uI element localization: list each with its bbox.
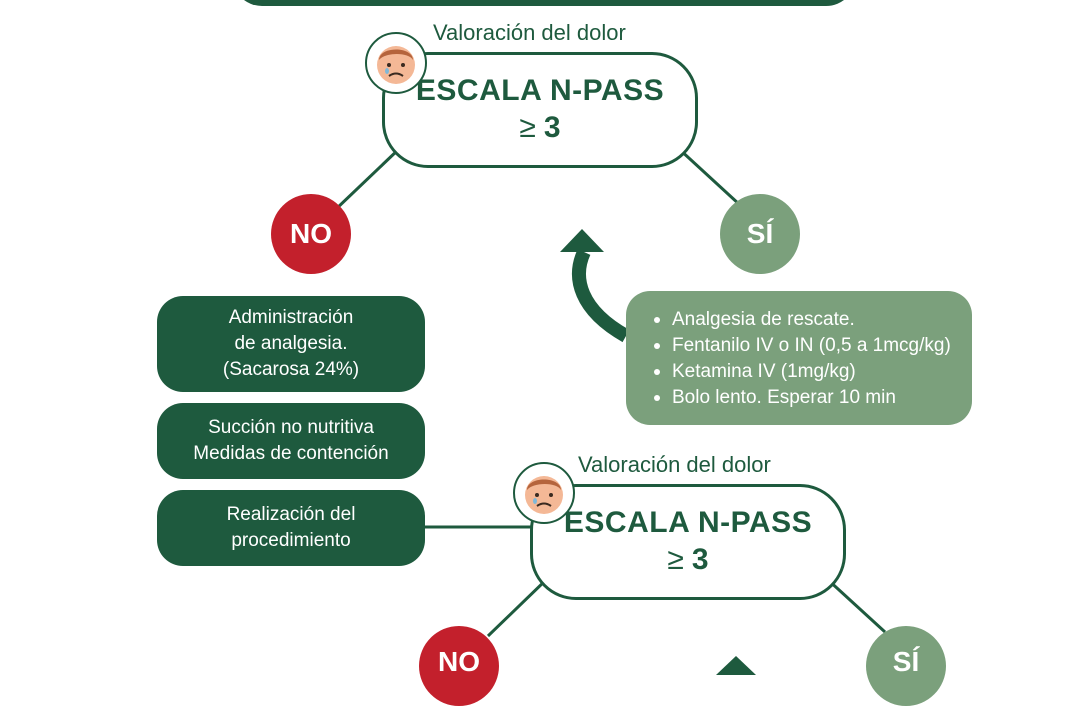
rescue-analgesia-box: Analgesia de rescate. Fentanilo IV o IN …: [626, 291, 972, 425]
rescue-item: Fentanilo IV o IN (0,5 a 1mcg/kg): [652, 333, 956, 359]
scale-threshold: ≥3: [519, 111, 561, 144]
scale-title: ESCALA N-PASS: [415, 74, 665, 107]
n-pass-scale-box-2: ESCALA N-PASS ≥3: [530, 484, 846, 600]
pain-assessment-caption-2: Valoración del dolor: [578, 452, 771, 477]
no-decision: NO: [271, 194, 351, 274]
crying-baby-face-icon-2: [513, 462, 575, 524]
procedure-box: Realización del procedimiento: [157, 490, 425, 566]
non-pharmacological-box: Succión no nutritiva Medidas de contenci…: [157, 403, 425, 479]
rescue-item: Analgesia de rescate.: [652, 307, 956, 333]
crying-baby-face-icon: [365, 32, 427, 94]
connector-lines: [333, 146, 887, 675]
curved-arrow-icon-2: [716, 656, 756, 675]
top-banner: [232, 0, 856, 6]
analgesia-box: Administración de analgesia. (Sacarosa 2…: [157, 296, 425, 392]
connector-scale1-no: [333, 146, 402, 212]
scale-title: ESCALA N-PASS: [563, 506, 813, 539]
rescue-item: Bolo lento. Esperar 10 min: [652, 385, 956, 411]
curved-arrow-icon: [560, 229, 630, 343]
scale-threshold: ≥3: [667, 543, 709, 576]
pain-assessment-caption: Valoración del dolor: [433, 20, 626, 45]
si-decision-2: SÍ: [866, 626, 946, 706]
no-decision-2: NO: [419, 626, 499, 706]
n-pass-scale-box: ESCALA N-PASS ≥3: [382, 52, 698, 168]
connector-scale2-no: [486, 576, 550, 638]
rescue-item: Ketamina IV (1mg/kg): [652, 359, 956, 385]
si-decision: SÍ: [720, 194, 800, 274]
connector-scale2-si: [824, 576, 887, 634]
connector-scale1-si: [676, 146, 742, 207]
